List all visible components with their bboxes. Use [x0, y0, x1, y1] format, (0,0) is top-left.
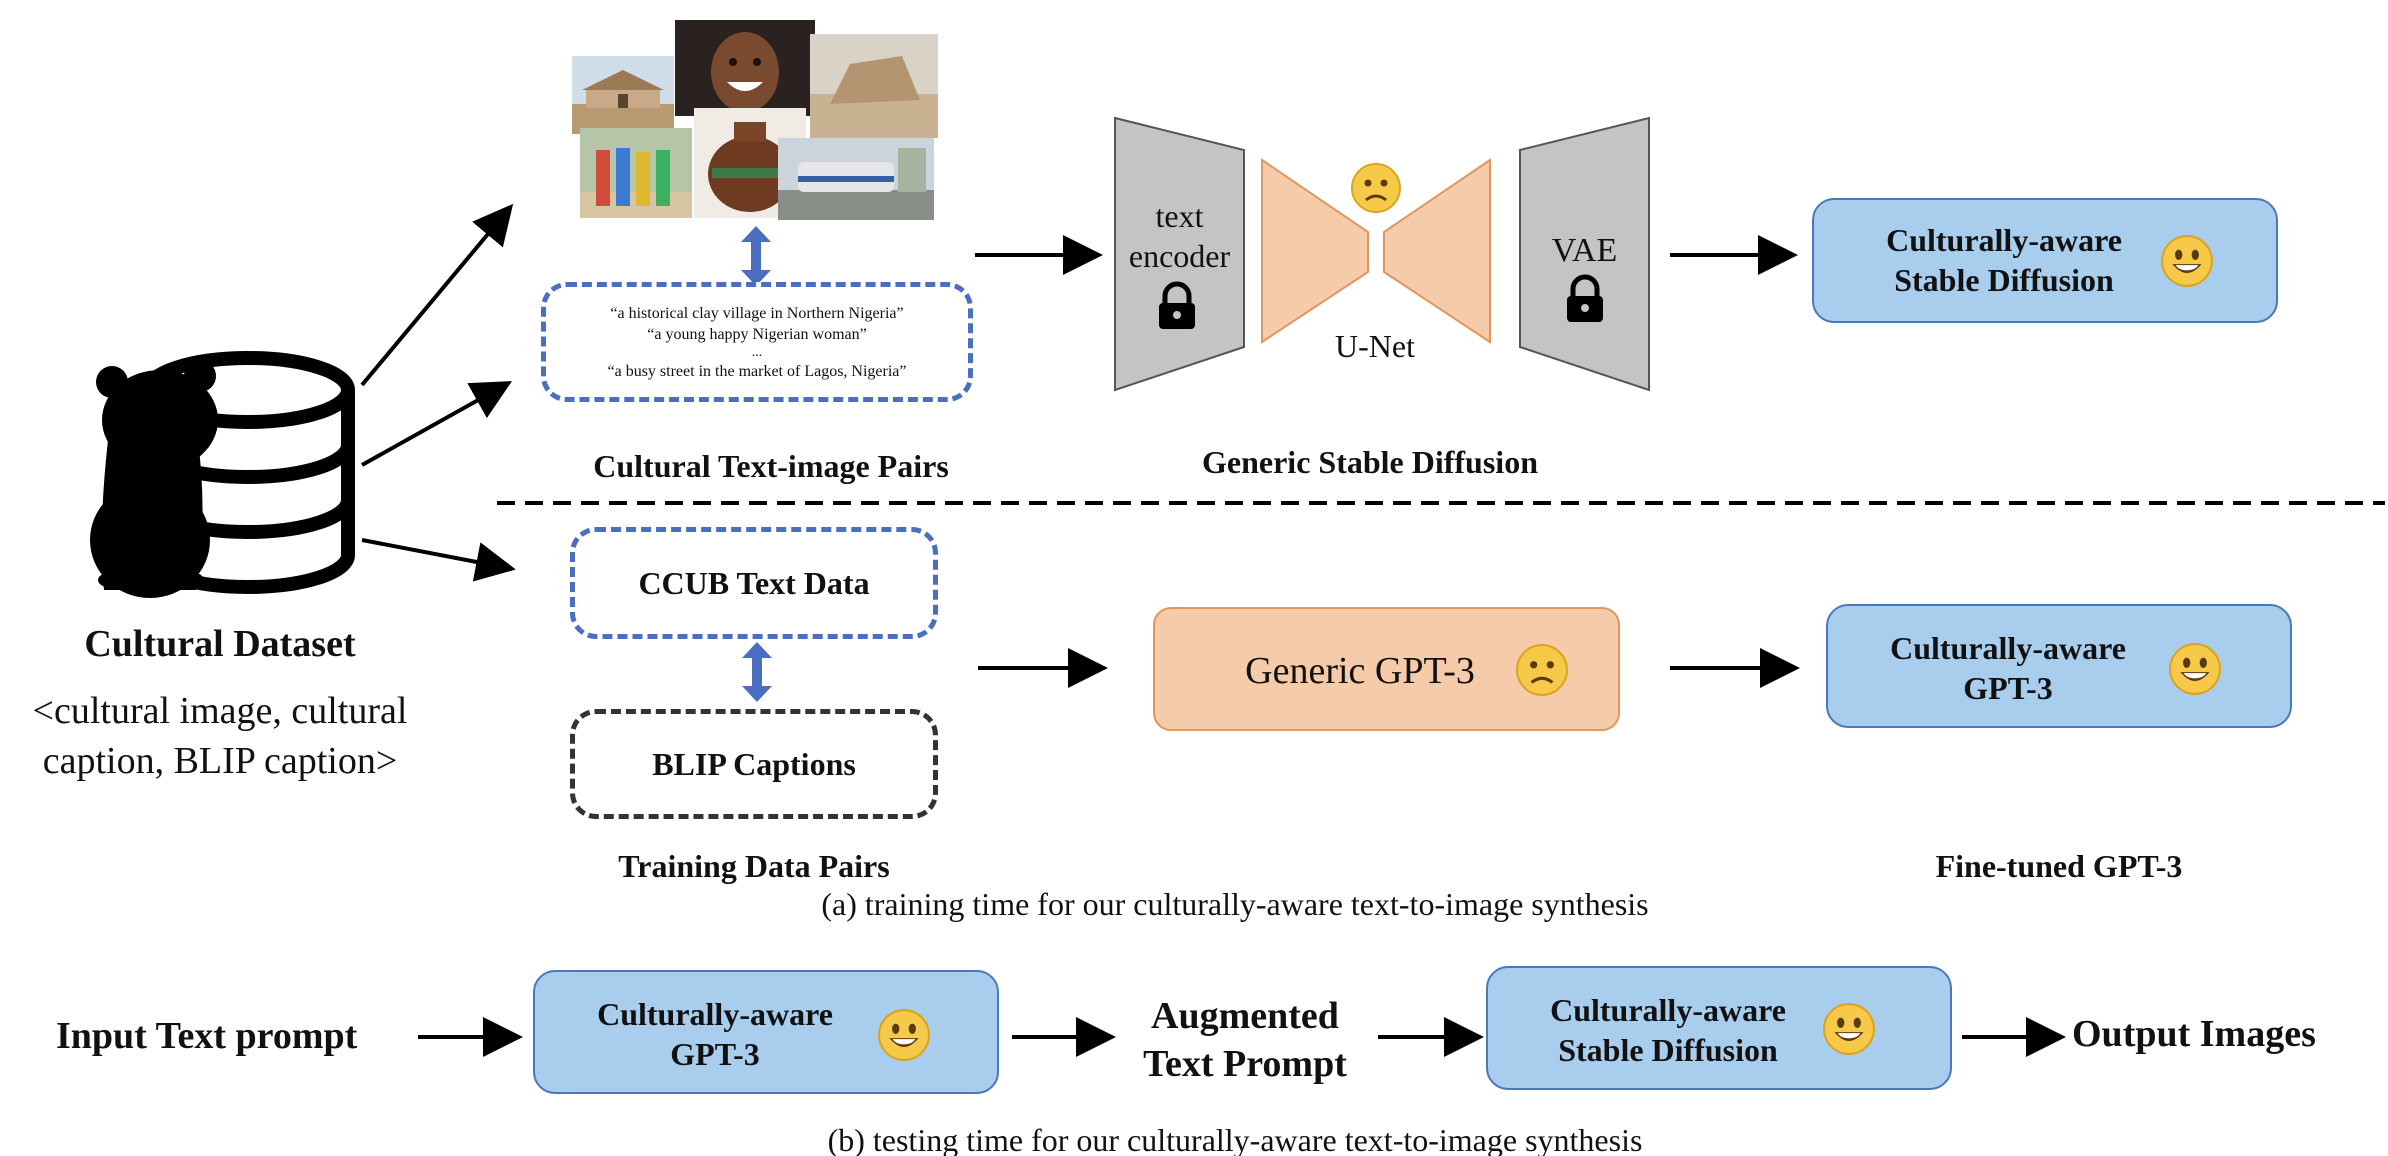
lock-icon: [1567, 274, 1603, 322]
ccub-text-data-box: CCUB Text Data: [570, 527, 938, 639]
text-encoder-label: text encoder: [1115, 196, 1244, 276]
dataset-desc-line: <cultural image, cultural: [32, 690, 408, 732]
double-arrow-images-captions: [741, 226, 771, 286]
arrow-dataset-to-ccub: [361, 538, 516, 582]
photo-happy-woman: [675, 20, 815, 116]
photo-clay-village: [572, 56, 674, 134]
aware-gpt3-line: Culturally-aware: [1890, 630, 2126, 666]
blip-captions-box: BLIP Captions: [570, 709, 938, 819]
cultural-dataset-desc: <cultural image, cultural caption, BLIP …: [0, 686, 440, 786]
vae-label: VAE: [1551, 232, 1618, 269]
testing-gpt3-line: Culturally-aware: [597, 996, 833, 1032]
aware-gpt3-line: GPT-3: [1963, 670, 2053, 706]
finetuned-gpt3-label: Fine-tuned GPT-3: [1935, 848, 2183, 884]
generic-gpt3-label: Generic GPT-3: [1245, 650, 1475, 692]
culturally-aware-sd-box: Culturally-aware Stable Diffusion: [1812, 198, 2278, 323]
ccub-label: CCUB Text Data: [638, 564, 870, 601]
unet-right-shape: [1383, 158, 1491, 344]
aware-sd-line: Culturally-aware: [1886, 222, 2122, 258]
input-text-prompt: Input Text prompt: [56, 1015, 358, 1057]
text-encoder-line: encoder: [1128, 238, 1231, 274]
testing-sd-line: Stable Diffusion: [1558, 1032, 1778, 1068]
dataset-desc-line: caption, BLIP caption>: [42, 740, 398, 782]
caption-line: “a busy street in the market of Lagos, N…: [607, 362, 907, 380]
generic-gpt3-box: Generic GPT-3: [1153, 607, 1620, 731]
caption-line: ...: [751, 344, 763, 360]
aware-gpt3-title: Culturally-aware GPT-3: [1858, 628, 2158, 708]
testing-gpt3-line: GPT-3: [670, 1036, 760, 1072]
unet-label: U-Net: [1335, 328, 1415, 364]
training-pairs-label: Training Data Pairs: [618, 848, 890, 884]
lock-icon: [1159, 281, 1195, 329]
bear-silhouette-icon: [90, 360, 218, 598]
photo-women-walking: [580, 128, 692, 218]
augmented-text-prompt: Augmented Text Prompt: [1110, 992, 1380, 1088]
testing-sd-line: Culturally-aware: [1550, 992, 1786, 1028]
testing-gpt3-box: Culturally-aware GPT-3: [533, 970, 999, 1094]
augmented-line: Augmented: [1151, 995, 1339, 1037]
testing-sd-box: Culturally-aware Stable Diffusion: [1486, 966, 1952, 1090]
caption-line: “a young happy Nigerian woman”: [647, 325, 867, 343]
text-encoder-line: text: [1155, 198, 1204, 234]
testing-sd-title: Culturally-aware Stable Diffusion: [1518, 990, 1818, 1070]
generic-sd-label: Generic Stable Diffusion: [1202, 444, 1538, 480]
photo-train-street: [778, 138, 934, 220]
aware-sd-line: Stable Diffusion: [1894, 262, 2114, 298]
arrow-dataset-to-captions: [361, 381, 512, 467]
output-images: Output Images: [2072, 1013, 2316, 1055]
testing-caption: (b) testing time for our culturally-awar…: [827, 1122, 1643, 1156]
blip-label: BLIP Captions: [652, 745, 856, 782]
cultural-pairs-label: Cultural Text-image Pairs: [593, 448, 949, 484]
unet-left-shape: [1261, 158, 1369, 344]
testing-gpt3-title: Culturally-aware GPT-3: [565, 994, 865, 1074]
text-encoder-shape: [1114, 116, 1245, 392]
cultural-captions-box: “a historical clay village in Northern N…: [541, 282, 973, 402]
augmented-line: Text Prompt: [1143, 1043, 1347, 1085]
caption-line: “a historical clay village in Northern N…: [610, 304, 904, 322]
double-arrow-ccub-blip: [742, 642, 772, 702]
aware-sd-title: Culturally-aware Stable Diffusion: [1854, 220, 2154, 300]
culturally-aware-gpt3-box: Culturally-aware GPT-3: [1826, 604, 2292, 728]
training-caption: (a) training time for our culturally-awa…: [821, 886, 1649, 922]
vae-shape: [1519, 116, 1650, 392]
photo-mud-wall: [810, 34, 938, 138]
arrow-dataset-to-images: [360, 203, 514, 387]
cultural-dataset-title: Cultural Dataset: [84, 623, 356, 665]
